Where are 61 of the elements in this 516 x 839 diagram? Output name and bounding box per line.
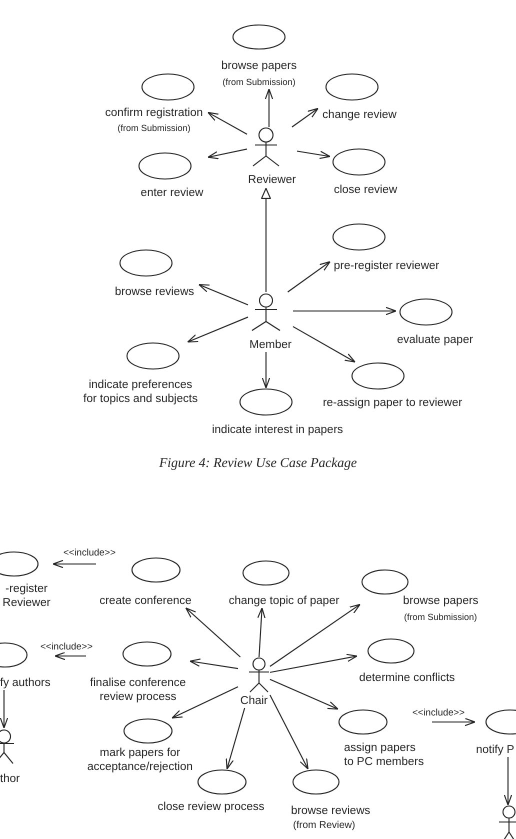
- arrow: [504, 757, 512, 806]
- arrow: [189, 658, 238, 670]
- use-case-label: -register Reviewer: [2, 582, 52, 610]
- arrow: [187, 316, 248, 343]
- figure-caption: Figure 4: Review Use Case Package: [159, 455, 357, 471]
- arrow: [52, 560, 96, 568]
- arrow: [270, 694, 309, 770]
- use-case-label: change topic of paper: [228, 594, 340, 608]
- arrow: [270, 654, 358, 673]
- use-case-label: pre-register reviewer: [334, 260, 440, 272]
- arrow: [207, 112, 248, 135]
- use-case-label: determine conflicts: [359, 672, 455, 684]
- actor-label: Member: [249, 338, 292, 352]
- use-case-label: browse papers: [403, 594, 478, 608]
- actor-label: Chair: [240, 694, 268, 708]
- use-case-label: finalise conference review process: [89, 676, 187, 704]
- use-case-label: enter review: [140, 186, 204, 200]
- arrow: [172, 686, 238, 719]
- use-case-label: assign papers to PC members: [344, 741, 425, 769]
- arrow: [257, 607, 266, 658]
- use-case-label: close review process: [158, 800, 264, 814]
- arrow: [292, 108, 319, 128]
- source-note: (from Review): [293, 820, 356, 832]
- source-note: (from Submission): [404, 612, 478, 622]
- arrow: [270, 678, 339, 710]
- arrow: [0, 690, 8, 729]
- arrow: [293, 306, 397, 316]
- arrow: [264, 88, 274, 127]
- use-case-label: fy authors: [0, 676, 50, 690]
- use-case-label: indicate interest in papers: [212, 424, 344, 436]
- use-case-label: re-assign paper to reviewer: [322, 396, 462, 410]
- use-case-label: create conference: [99, 594, 192, 608]
- use-case-label: indicate preferences for topics and subjects: [82, 379, 199, 406]
- arrow: [262, 352, 270, 389]
- use-case-label: browse reviews: [114, 286, 194, 298]
- edge-label: <<include>>: [411, 708, 466, 718]
- use-case-label: confirm registration: [105, 106, 203, 120]
- use-case-label: change review: [322, 108, 397, 122]
- arrow: [226, 708, 246, 770]
- source-note: (from Submission): [118, 122, 190, 134]
- edge-label: <<include>>: [62, 548, 117, 558]
- arrow: [198, 284, 248, 306]
- arrow: [292, 326, 356, 363]
- arrow: [432, 718, 476, 726]
- arrow: [207, 148, 248, 160]
- arrow: [287, 261, 331, 292]
- use-case-label: notify P: [476, 744, 514, 756]
- arrow: [270, 604, 361, 667]
- use-case-label: browse papers: [221, 60, 297, 72]
- use-case-label: browse reviews: [291, 804, 370, 818]
- use-case-label: close review: [334, 184, 398, 196]
- source-note: (from Submission): [222, 76, 296, 88]
- generalization-arrow: [261, 188, 271, 292]
- arrow: [185, 607, 241, 658]
- actor-label: thor: [0, 772, 20, 786]
- edge-label: <<include>>: [39, 642, 94, 652]
- use-case-label: mark papers for acceptance/rejection: [86, 746, 194, 774]
- use-case-label: evaluate paper: [396, 334, 474, 346]
- arrow: [296, 150, 331, 159]
- arrow: [54, 652, 86, 660]
- actor-label: Reviewer: [248, 174, 296, 186]
